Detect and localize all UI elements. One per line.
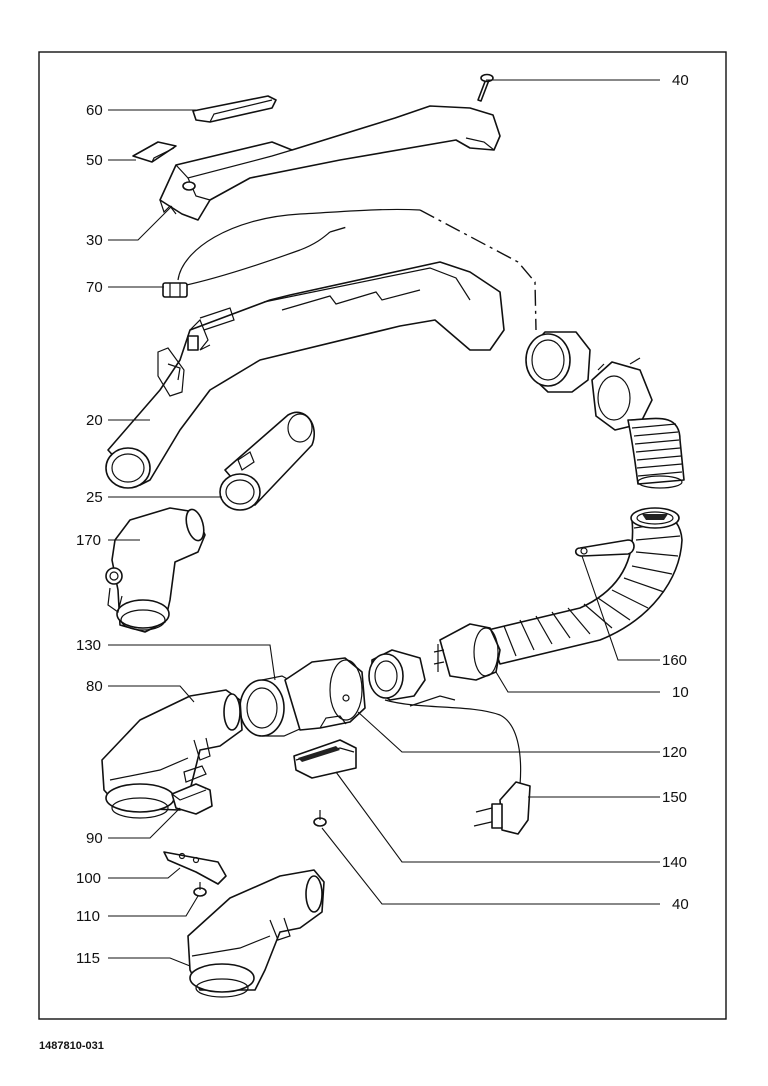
part-40-screw-top [477, 73, 494, 102]
part-70-wire [162, 208, 537, 331]
label-160: 160 [662, 652, 687, 669]
label-40-top: 40 [672, 72, 689, 89]
part-100-bracket [163, 851, 227, 885]
part-10-hose-lower [487, 507, 683, 665]
label-90: 90 [86, 830, 103, 847]
label-30: 30 [86, 232, 103, 249]
part-40-screw-bottom [313, 810, 327, 827]
part-coupling-ring [368, 649, 426, 701]
part-labels: 40 60 50 30 70 20 25 170 130 160 80 10 1… [76, 72, 689, 967]
leader-lines [108, 79, 660, 967]
label-120: 120 [662, 744, 687, 761]
label-50: 50 [86, 152, 103, 169]
label-110: 110 [76, 908, 100, 925]
part-170-elbow [105, 507, 206, 633]
document-number: 1487810-031 [39, 1040, 104, 1052]
part-10-hose-upper [627, 417, 685, 489]
part-90-latch [171, 765, 213, 815]
label-40-bottom: 40 [672, 896, 689, 913]
label-140: 140 [662, 854, 687, 871]
label-70: 70 [86, 279, 103, 296]
part-150-power-cord [384, 695, 531, 835]
label-60: 60 [86, 102, 103, 119]
part-10-hose-upper-connector [525, 331, 653, 431]
label-130: 130 [76, 637, 101, 654]
part-30-handle-upper-shell [159, 105, 501, 221]
drawing-frame [38, 51, 727, 1020]
label-170: 170 [76, 532, 101, 549]
part-160-hose-clip [574, 539, 635, 557]
label-25: 25 [86, 489, 103, 506]
label-80: 80 [86, 678, 103, 695]
label-10: 10 [672, 684, 689, 701]
label-100: 100 [76, 870, 101, 887]
part-80-nozzle [101, 689, 243, 819]
part-140-clip [293, 739, 357, 779]
part-110-screw [193, 882, 207, 897]
label-115: 115 [76, 950, 100, 967]
part-115-nozzle [187, 869, 325, 998]
part-120-filter-housing [284, 657, 366, 731]
part-50-button [132, 141, 177, 163]
part-10-hose-coupling [433, 623, 501, 681]
part-20-handle-lower [105, 261, 505, 489]
label-150: 150 [662, 789, 687, 806]
part-25-tube [219, 411, 315, 511]
label-20: 20 [86, 412, 103, 429]
part-60-cover-clip [192, 95, 277, 123]
